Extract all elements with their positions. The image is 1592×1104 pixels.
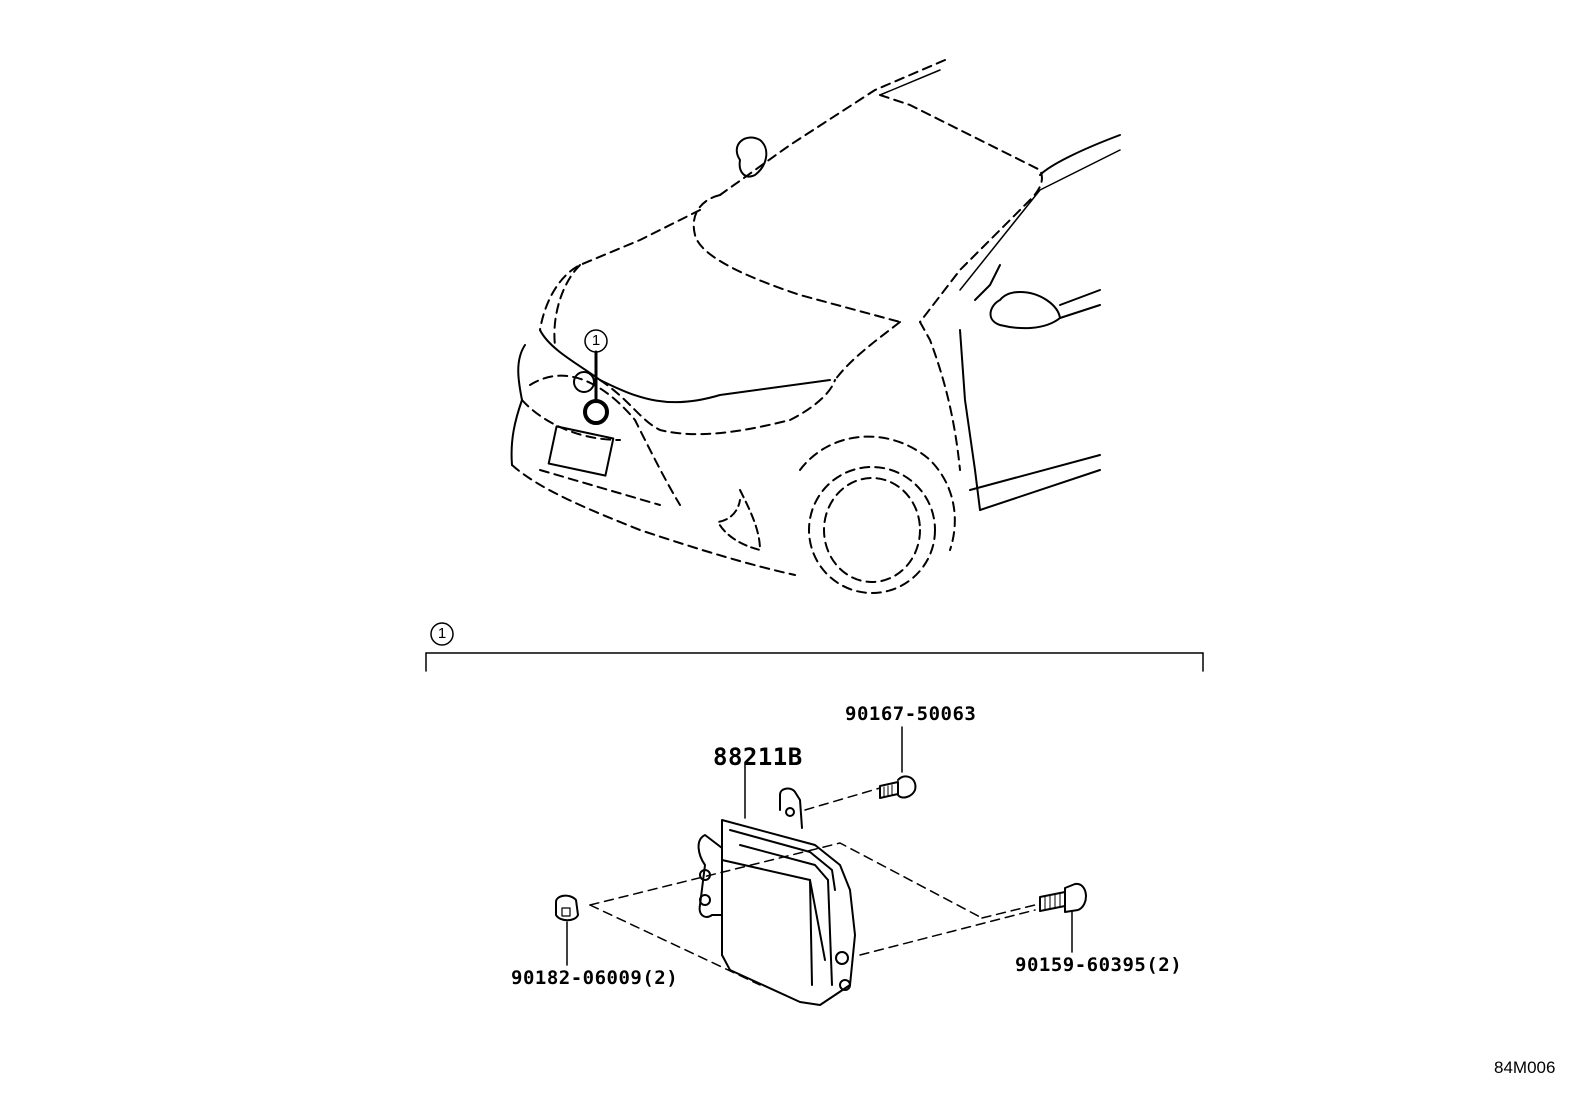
part-number-bolt-top[interactable]: 90167-50063 [845, 703, 977, 725]
sensor-unit-illustration [589, 764, 1036, 1006]
section-callout-number: 1 [437, 625, 447, 642]
bolt-top-illustration [879, 726, 917, 799]
part-number-main-unit[interactable]: 88211B [713, 743, 803, 771]
section-callout-circle [430, 622, 454, 646]
illustration-code: 84M006 [1494, 1058, 1556, 1077]
vehicle-illustration [510, 59, 1121, 594]
part-number-nut-left[interactable]: 90182-06009(2) [511, 967, 679, 989]
vehicle-callout-number: 1 [591, 332, 601, 349]
bolt-right-illustration [1039, 882, 1087, 953]
part-number-bolt-right[interactable]: 90159-60395(2) [1015, 954, 1183, 976]
section-bracket [425, 622, 1204, 672]
nut-left-illustration [555, 894, 579, 966]
sensor-location-marker [583, 399, 609, 425]
